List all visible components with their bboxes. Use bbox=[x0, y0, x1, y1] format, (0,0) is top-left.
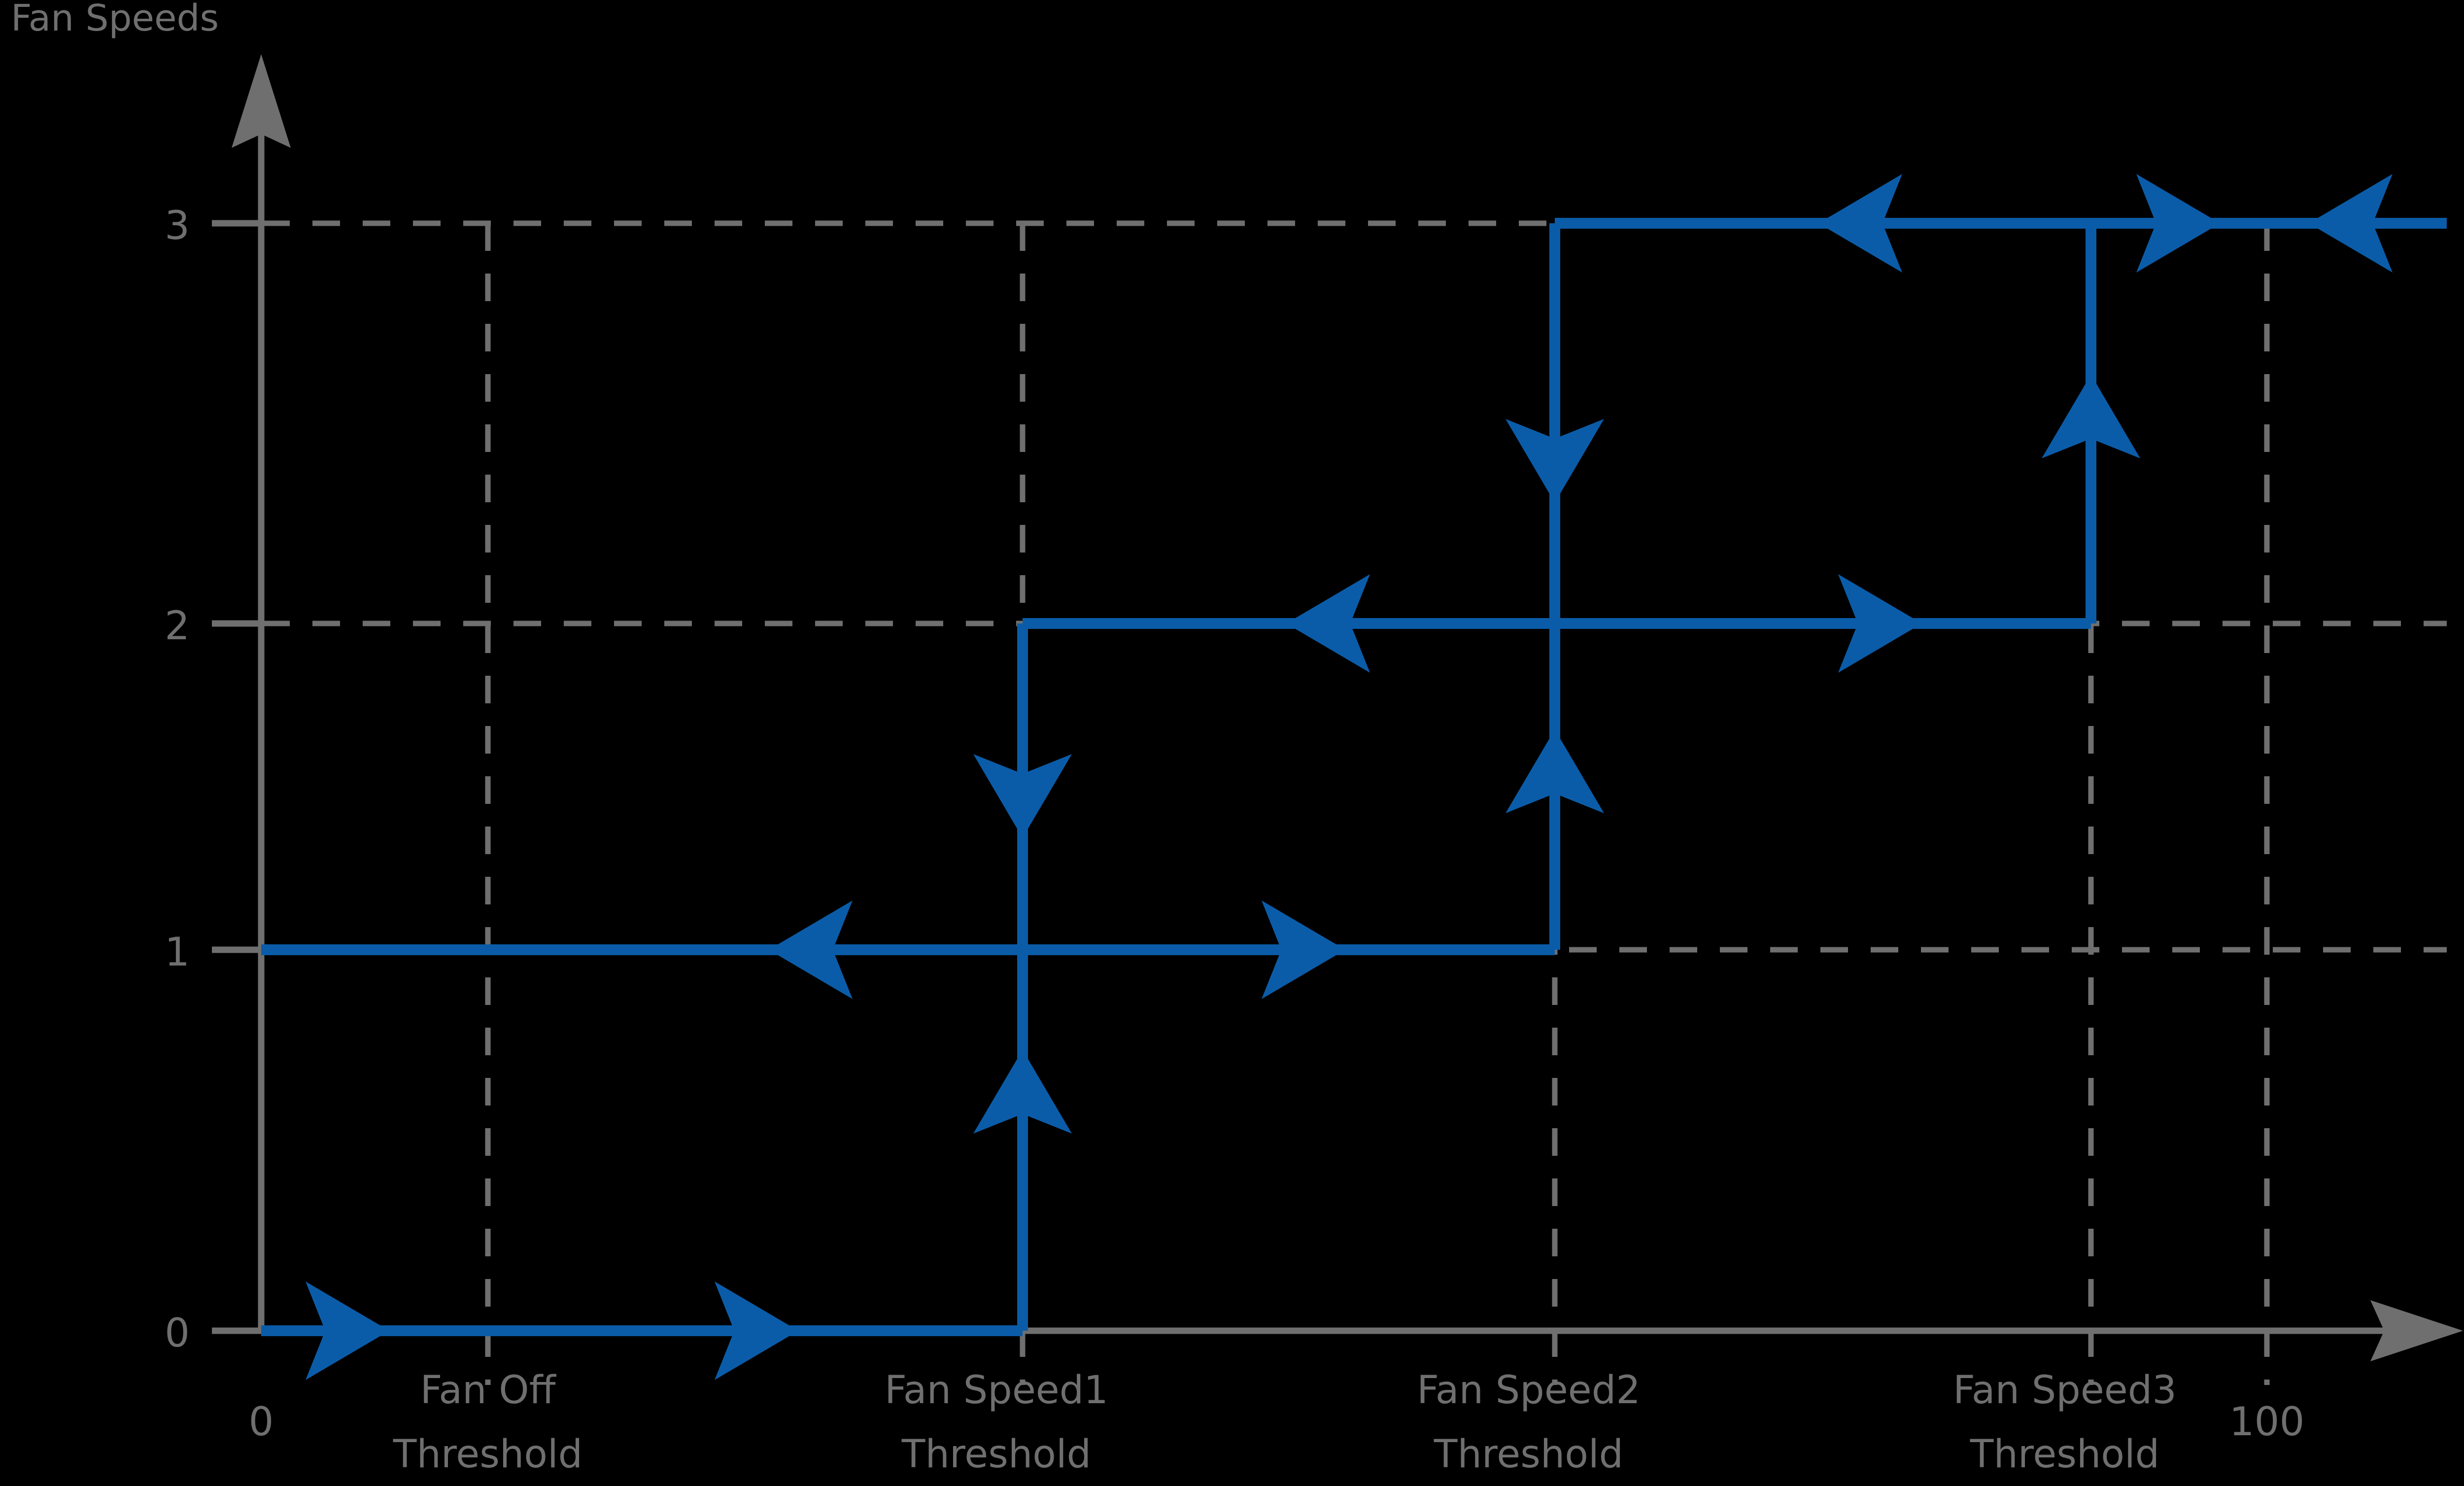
chart-title: Fan Speeds bbox=[11, 0, 219, 39]
threshold-label-fan-off-line2: Threshold bbox=[393, 1432, 582, 1477]
curve-direction-arrows bbox=[306, 174, 2393, 1380]
arrow-up-fan-speed2 bbox=[1506, 729, 1604, 813]
arrow-right-speed0-a bbox=[306, 1281, 389, 1380]
arrow-right-speed2 bbox=[1838, 574, 1922, 673]
arrow-right-speed0-b bbox=[715, 1281, 798, 1380]
arrow-left-speed3-b bbox=[2309, 174, 2393, 273]
y-tick-label-2: 2 bbox=[165, 603, 190, 649]
y-tick-label-1: 1 bbox=[165, 929, 190, 975]
threshold-label-fan-speed3-line1: Fan Speed3 bbox=[1953, 1368, 2177, 1413]
threshold-label-fan-speed2-line1: Fan Speed2 bbox=[1417, 1368, 1641, 1413]
y-axis-arrow-icon bbox=[232, 54, 291, 148]
arrow-up-fan-speed3 bbox=[2042, 375, 2140, 458]
threshold-label-fan-speed3-line2: Threshold bbox=[1970, 1432, 2159, 1477]
arrow-down-fan-speed1 bbox=[973, 754, 1072, 838]
x-axis-arrow-icon bbox=[2370, 1300, 2463, 1361]
threshold-label-fan-speed2-line2: Threshold bbox=[1434, 1432, 1623, 1477]
threshold-label-fan-off-line1: Fan Off bbox=[420, 1368, 557, 1413]
x-tick-label-0: 0 bbox=[249, 1399, 274, 1445]
arrow-up-fan-speed1 bbox=[973, 1050, 1072, 1134]
threshold-label-fan-speed1-line1: Fan Speed1 bbox=[885, 1368, 1108, 1413]
threshold-label-fan-speed1-line2: Threshold bbox=[901, 1432, 1091, 1477]
y-tick-label-0: 0 bbox=[165, 1310, 190, 1356]
axes bbox=[212, 54, 2463, 1361]
arrow-left-speed3-a bbox=[1818, 174, 1902, 273]
gridlines bbox=[212, 220, 2447, 1385]
hysteresis-curve bbox=[261, 218, 2447, 1336]
arrow-right-speed3 bbox=[2136, 174, 2220, 273]
y-tick-label-3: 3 bbox=[165, 203, 190, 248]
x-tick-label-100: 100 bbox=[2229, 1399, 2305, 1445]
arrow-down-fan-speed2 bbox=[1506, 419, 1604, 503]
arrow-left-speed2 bbox=[1286, 574, 1370, 673]
arrow-left-speed1 bbox=[769, 900, 853, 999]
arrow-right-speed1 bbox=[1262, 900, 1345, 999]
